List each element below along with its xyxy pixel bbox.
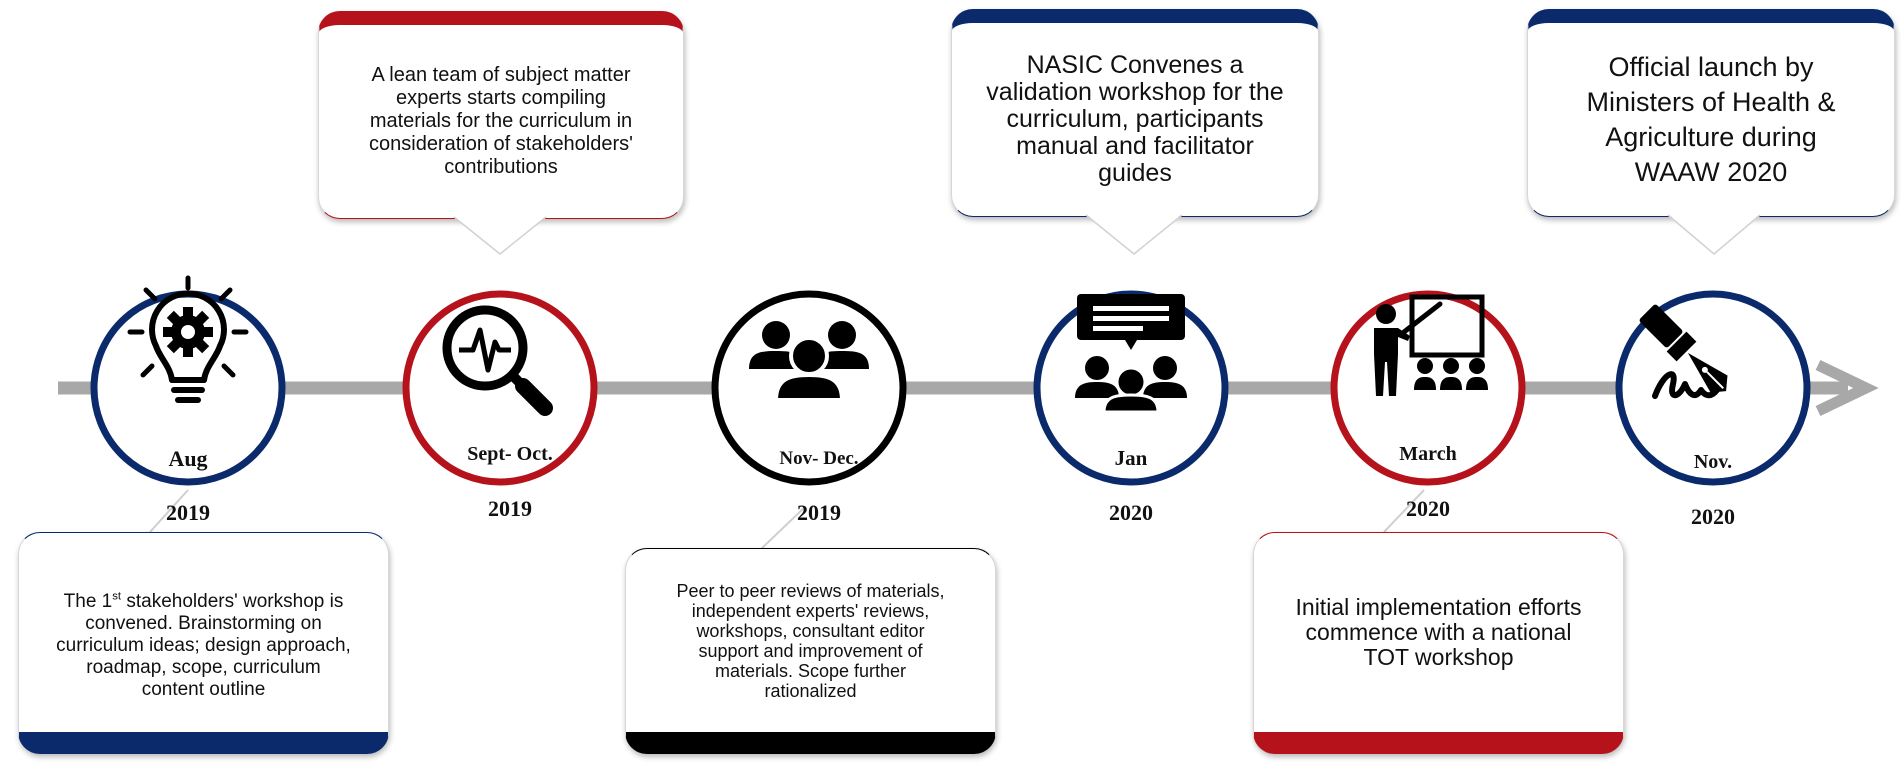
date-label-nov-2020: Nov. 2020 xyxy=(1653,422,1773,557)
date-label-sept-oct-2019: Sept- Oct. 2019 xyxy=(440,414,580,549)
date-label-nov-line2: 2020 xyxy=(1691,504,1735,529)
callout-text-jan-2020: NASIC Convenes a validation workshop for… xyxy=(986,51,1284,187)
date-label-jan-line2: 2020 xyxy=(1109,500,1153,525)
people-group-icon xyxy=(749,321,869,402)
date-label-aug-line1: Aug xyxy=(168,446,208,471)
date-label-jan-line1: Jan xyxy=(1114,446,1148,470)
pen-signature-icon xyxy=(1639,304,1728,399)
callout-jan-2020: NASIC Convenes a validation workshop for… xyxy=(951,9,1319,217)
date-label-nov-dec-line1: Nov- Dec. xyxy=(779,448,859,469)
teacher-presentation-icon xyxy=(1374,294,1488,396)
callout-connectors xyxy=(149,489,1425,549)
date-label-nov-line1: Nov. xyxy=(1693,451,1733,473)
callout-text-march-2020: Initial implementation efforts commence … xyxy=(1295,594,1582,670)
timeline-arrow xyxy=(58,360,1879,416)
date-label-march-line1: March xyxy=(1399,443,1457,465)
date-label-nov-dec-2019: Nov- Dec. 2019 xyxy=(749,418,889,553)
date-label-march-2020: March 2020 xyxy=(1368,414,1488,549)
callout-text-aug-2019-content: The 1st stakeholders' workshop is conven… xyxy=(56,590,351,701)
callout-text-sept-oct-2019: A lean team of subject matter experts st… xyxy=(369,64,633,178)
date-label-march-line2: 2020 xyxy=(1406,496,1450,521)
magnifier-pulse-icon xyxy=(442,305,553,416)
connector-aug-2019 xyxy=(149,489,189,533)
speech-bubble-group-icon xyxy=(1075,294,1187,414)
date-label-sept-oct-line1: Sept- Oct. xyxy=(467,443,553,465)
callout-nov-2020: Official launch by Ministers of Health &… xyxy=(1527,9,1895,217)
date-label-nov-dec-line2: 2019 xyxy=(797,500,841,525)
date-label-aug-2019: Aug 2019 xyxy=(128,418,248,553)
callout-march-2020: Initial implementation efforts commence … xyxy=(1253,532,1624,754)
callout-nov-dec-2019: Peer to peer reviews of materials, indep… xyxy=(625,548,996,754)
date-label-aug-line2: 2019 xyxy=(166,500,210,525)
connector-march-2020 xyxy=(1383,489,1425,533)
callout-sept-oct-2019: A lean team of subject matter experts st… xyxy=(318,11,684,219)
date-label-sept-oct-line2: 2019 xyxy=(488,496,532,521)
connector-nov-dec-2019 xyxy=(761,506,806,549)
callout-text-nov-dec-2019: Peer to peer reviews of materials, indep… xyxy=(676,580,945,701)
callout-text-nov-2020: Official launch by Ministers of Health &… xyxy=(1586,51,1836,187)
callout-text-aug-2019: The 1st stakeholders' workshop is conven… xyxy=(44,564,364,701)
callout-aug-2019: The 1st stakeholders' workshop is conven… xyxy=(18,532,389,754)
date-label-jan-2020: Jan 2020 xyxy=(1071,418,1191,553)
